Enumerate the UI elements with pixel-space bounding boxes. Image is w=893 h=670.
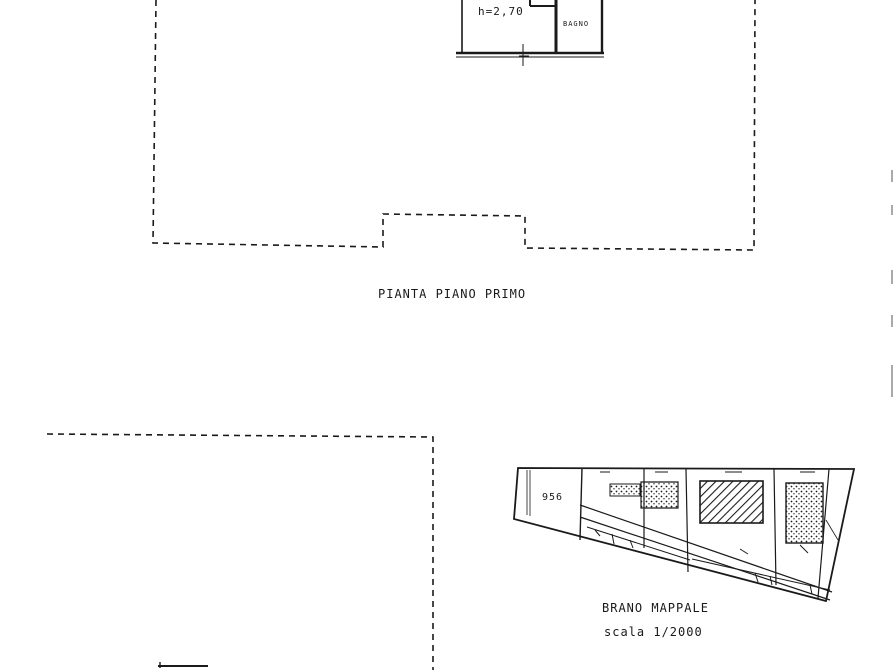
cadastral-scale: scala 1/2000 <box>604 625 703 639</box>
first-floor-outline <box>152 0 756 251</box>
first-floor-title: PIANTA PIANO PRIMO <box>378 287 526 301</box>
lower-floor-plan <box>46 433 434 670</box>
building-adjacent <box>609 483 641 497</box>
ceiling-height-label: h=2,70 <box>478 5 524 18</box>
building-dotted <box>785 482 824 544</box>
map-boundary <box>513 467 856 603</box>
cadastral-map <box>513 467 856 603</box>
building-hatched <box>699 480 764 524</box>
lower-floor-outline <box>46 433 434 670</box>
cadastral-title: BRANO MAPPALE <box>602 601 709 615</box>
parcel-number: 956 <box>542 492 563 503</box>
bathroom-label: BAGNO <box>563 20 589 28</box>
first-floor-plan: h=2,70 BAGNO PIANTA PIANO PRIMO <box>152 0 756 301</box>
bathroom-block <box>456 0 604 66</box>
building-small-dotted <box>640 481 679 509</box>
